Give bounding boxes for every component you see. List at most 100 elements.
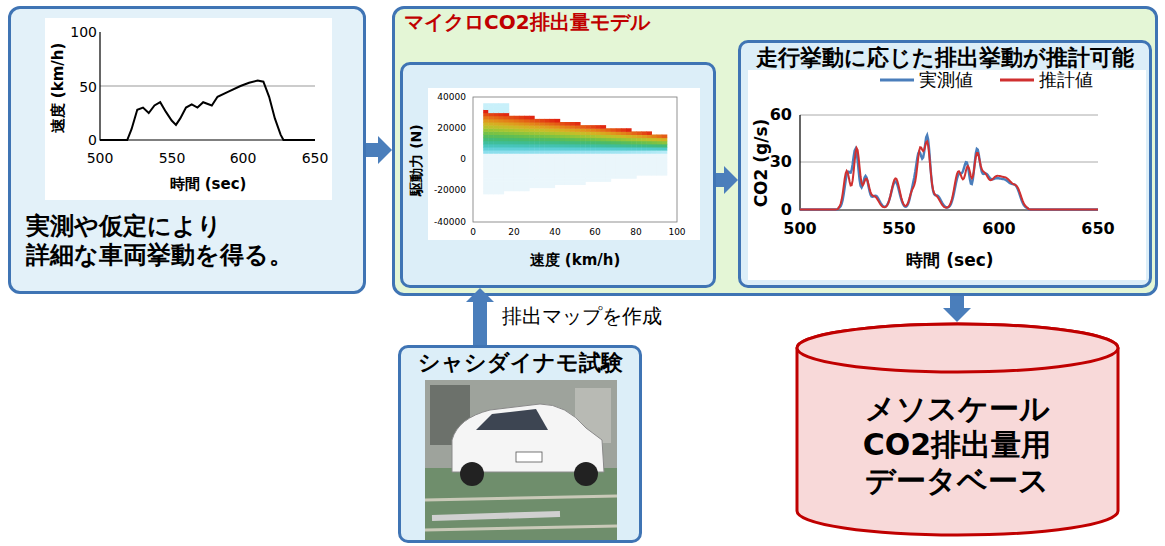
heatmap-cell [555, 172, 561, 176]
heatmap-cell [509, 128, 515, 132]
heatmap-cell [641, 131, 647, 135]
heatmap-cell [504, 106, 510, 110]
heatmap-cell [493, 185, 499, 189]
heatmap-cell [529, 175, 535, 179]
heatmap-cell [504, 163, 510, 167]
heatmap-cell [575, 156, 581, 160]
node-text: マイクロCO2排出量モデル [404, 10, 650, 34]
heatmap-cell [509, 147, 515, 151]
heatmap-cell [514, 169, 520, 173]
heatmap-cell [499, 116, 505, 120]
heatmap-cell [499, 144, 505, 148]
heatmap-cell [529, 169, 535, 173]
heatmap-cell [504, 178, 510, 182]
heatmap-cell [641, 144, 647, 148]
axis-label: 60 [589, 227, 600, 238]
heatmap-cell [488, 163, 494, 167]
heatmap-cell [606, 156, 612, 160]
heatmap-cell [499, 125, 505, 129]
heatmap-cell [636, 163, 642, 167]
cylinder-top [797, 324, 1118, 372]
heatmap-cell [544, 135, 550, 139]
heatmap-cell [555, 131, 561, 135]
heatmap-cell [499, 172, 505, 176]
heatmap-cell [626, 175, 632, 179]
heatmap-cell [565, 175, 571, 179]
heatmap-cell [514, 125, 520, 129]
heatmap-cell [544, 163, 550, 167]
heatmap-cell [641, 153, 647, 157]
heatmap-cell [570, 144, 576, 148]
heatmap-cell [514, 141, 520, 145]
heatmap-cell [544, 166, 550, 170]
heatmap-cell [499, 188, 505, 192]
heatmap-cell [631, 141, 637, 145]
heatmap-cell [646, 156, 652, 160]
heatmap-cell [575, 178, 581, 182]
axis-label: 速度 (km/h) [49, 43, 67, 134]
axis-label: 0 [470, 227, 476, 238]
heatmap-cell [550, 138, 556, 142]
heatmap-cell [488, 119, 494, 123]
heatmap-cell [626, 156, 632, 160]
heatmap-cell [657, 144, 663, 148]
heatmap-cell [514, 185, 520, 189]
heatmap-cell [504, 160, 510, 164]
heatmap-cell [601, 141, 607, 145]
axis-label: 100 [668, 227, 685, 238]
heatmap-cell [590, 178, 596, 182]
heatmap-cell [529, 125, 535, 129]
heatmap-cell [575, 141, 581, 145]
heatmap-cell [493, 166, 499, 170]
heatmap-cell [488, 175, 494, 179]
heatmap-cell [493, 113, 499, 117]
heatmap-cell [514, 188, 520, 192]
heatmap-cell [560, 178, 566, 182]
heatmap-cell [616, 153, 622, 157]
heatmap-cell [519, 144, 525, 148]
heatmap-cell [529, 131, 535, 135]
heatmap-cell [590, 128, 596, 132]
heatmap-cell [519, 131, 525, 135]
node-text: シャシダイナモ試験 [418, 350, 623, 376]
axis-label: 時間 (sec) [170, 175, 247, 193]
heatmap-cell [544, 181, 550, 185]
heatmap-cell [646, 135, 652, 139]
heatmap-cell [493, 135, 499, 139]
heatmap-cell [514, 178, 520, 182]
heatmap-cell [550, 166, 556, 170]
car-plate [516, 452, 542, 462]
heatmap-cell [483, 175, 489, 179]
heatmap-cell [601, 135, 607, 139]
heatmap-cell [626, 166, 632, 170]
heatmap-cell [560, 153, 566, 157]
heatmap-cell [499, 156, 505, 160]
heatmap-cell [509, 116, 515, 120]
heatmap-cell [575, 147, 581, 151]
heatmap-cell [585, 153, 591, 157]
heatmap-cell [606, 138, 612, 142]
heatmap-cell [509, 181, 515, 185]
heatmap-cell [544, 119, 550, 123]
heatmap-cell [590, 175, 596, 179]
heatmap-cell [539, 178, 545, 182]
heatmap-cell [509, 119, 515, 123]
heatmap-cell [652, 144, 658, 148]
heatmap-cell [514, 163, 520, 167]
heatmap-cell [534, 128, 540, 132]
heatmap-cell [646, 144, 652, 148]
heatmap-cell [621, 138, 627, 142]
heatmap-cell [519, 156, 525, 160]
heatmap-cell [606, 153, 612, 157]
heatmap-cell [560, 160, 566, 164]
heatmap-cell [575, 163, 581, 167]
heatmap-cell [641, 138, 647, 142]
heatmap-cell [534, 147, 540, 151]
heatmap-cell [560, 175, 566, 179]
axis-label: 20000 [437, 123, 466, 134]
axis-label: 600 [982, 219, 1015, 238]
node-text: 駆動力 (N) [408, 124, 425, 195]
heatmap-cell [539, 169, 545, 173]
heatmap-cell [499, 113, 505, 117]
heatmap-cell [560, 131, 566, 135]
